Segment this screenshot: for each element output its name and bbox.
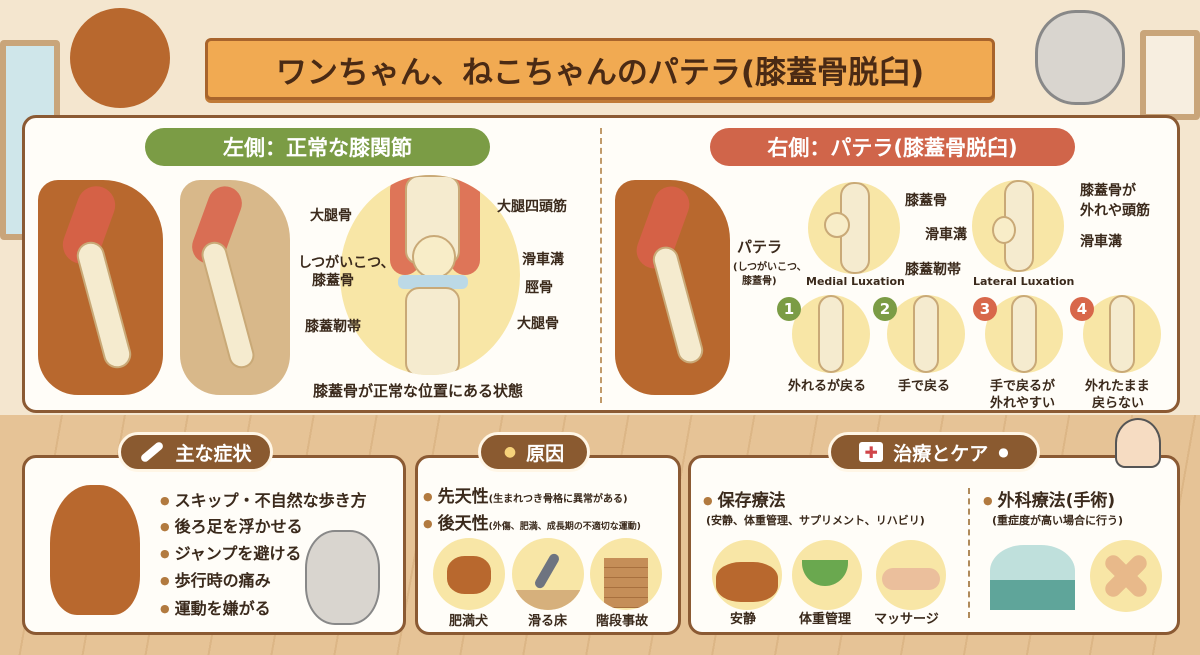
cause-example-label: 肥満犬 [449,614,489,629]
poodle-walking-illustration [50,485,140,615]
conservative-item: マッサージ [874,612,939,627]
lateral-label-line1: 膝蓋骨が [1080,183,1136,199]
symptom-item: ジャンプを避ける [160,540,302,564]
causes-heading: ● 原因 [478,432,590,472]
grade-label: 手で戻るが [990,379,1056,394]
treatment-panel [688,455,1180,635]
cause-example-label: 滑る床 [528,614,568,629]
label-tibia: 脛骨 [525,280,553,296]
treatment-divider [968,488,970,618]
symptom-item: 歩行時の痛み [160,567,271,591]
massage-hands-icon [876,540,946,610]
medial-label-groove: 滑車溝 [925,227,967,243]
treatment-heading-text: 治療とケア [893,442,989,465]
label-quadriceps: 大腿四頭筋 [497,199,567,215]
normal-knee-heading: 左側：正常な膝関節 [145,128,490,166]
slippery-floor-icon [512,538,584,610]
medial-label-patella: 膝蓋骨 [905,193,947,209]
grade-badge: 2 [873,297,897,321]
grade-label-2: 戻らない [1092,396,1145,411]
grade-badge: 3 [973,297,997,321]
cat-illustration-small [305,530,380,625]
label-patella-reading: しつがいこつ、 [298,255,395,271]
label-patella-sub2: 膝蓋骨) [742,276,777,287]
conservative-therapy: 保存療法 [703,486,786,511]
conservative-item: 体重管理 [799,612,852,627]
label-trochlear-groove: 滑車溝 [522,252,564,268]
label-patella-right: パテラ [737,238,783,256]
cause-congenital-label: 先天性 [437,487,489,507]
treatment-heading: ✚ 治療とケア ● [828,432,1040,472]
stairs-accident-icon [590,538,662,610]
grade-label: 外れるが戻る [788,379,867,394]
resting-dog-icon [712,540,782,610]
veterinarian-illustration [1115,418,1161,468]
grade-label: 手で戻る [898,379,951,394]
conservative-item: 安静 [730,612,757,627]
conservative-note: (安静、体重管理、サプリメント、リハビリ) [706,514,925,527]
medial-label-ligament: 膝蓋靭帯 [905,262,961,278]
page-title: ワンちゃん、ねこちゃんのパテラ(膝蓋骨脱臼) [205,38,995,100]
grade-label: 外れたまま [1085,379,1150,394]
cause-congenital-note: (生まれつき骨格に異常がある) [488,494,628,505]
cause-congenital: 先天性(生まれつき骨格に異常がある) [423,482,628,507]
symptom-item: 運動を嫌がる [160,595,271,619]
paw-icon: ● [503,444,517,460]
label-femur-right: 大腿骨 [517,316,559,332]
diet-food-icon [792,540,862,610]
grade-badge: 4 [1070,297,1094,321]
medial-caption: Medial Luxation [806,275,905,288]
symptoms-heading: 主な症状 [118,432,273,472]
first-aid-kit-icon: ✚ [859,442,884,462]
surgical-note: (重症度が高い場合に行う) [992,514,1124,527]
causes-heading-text: 原因 [526,442,565,465]
surgery-icon [990,545,1075,610]
bone-icon [139,440,166,464]
poodle-illustration [70,8,170,108]
surgical-therapy: 外科療法(手術) [983,486,1116,511]
bandage-icon [1090,540,1162,612]
label-patella: 膝蓋骨 [312,273,354,289]
symptom-item: スキップ・不自然な歩き方 [160,487,367,511]
lateral-label-line2: 外れや頭筋 [1080,203,1150,219]
lateral-label-groove: 滑車溝 [1080,234,1122,250]
grade-badge: 1 [777,297,801,321]
cat-illustration [1035,10,1125,105]
label-patellar-ligament: 膝蓋靭帯 [305,319,361,335]
cause-acquired-note: (外傷、肥満、成長期の不適切な運動) [488,522,641,532]
divider [600,128,602,403]
paw-icon: ● [998,445,1009,459]
label-patella-sub1: (しつがいこつ、 [733,262,807,273]
paw-frame [1140,30,1200,120]
symptom-item: 後ろ足を浮かせる [160,513,303,537]
patella-luxation-heading: 右側：パテラ(膝蓋骨脱臼) [710,128,1075,166]
normal-knee-closeup [340,175,520,375]
lateral-luxation-closeup [972,180,1064,272]
lateral-caption: Lateral Luxation [973,275,1075,288]
obese-dog-icon [433,538,505,610]
symptoms-heading-text: 主な症状 [175,442,252,465]
cause-example-label: 階段事故 [596,614,649,629]
normal-caption: 膝蓋骨が正常な位置にある状態 [313,382,524,400]
cause-acquired: 後天性(外傷、肥満、成長期の不適切な運動) [423,509,641,534]
grade-label-2: 外れやすい [990,396,1056,411]
cause-acquired-label: 後天性 [437,514,489,534]
label-femur: 大腿骨 [310,208,352,224]
medial-luxation-closeup [808,182,900,274]
